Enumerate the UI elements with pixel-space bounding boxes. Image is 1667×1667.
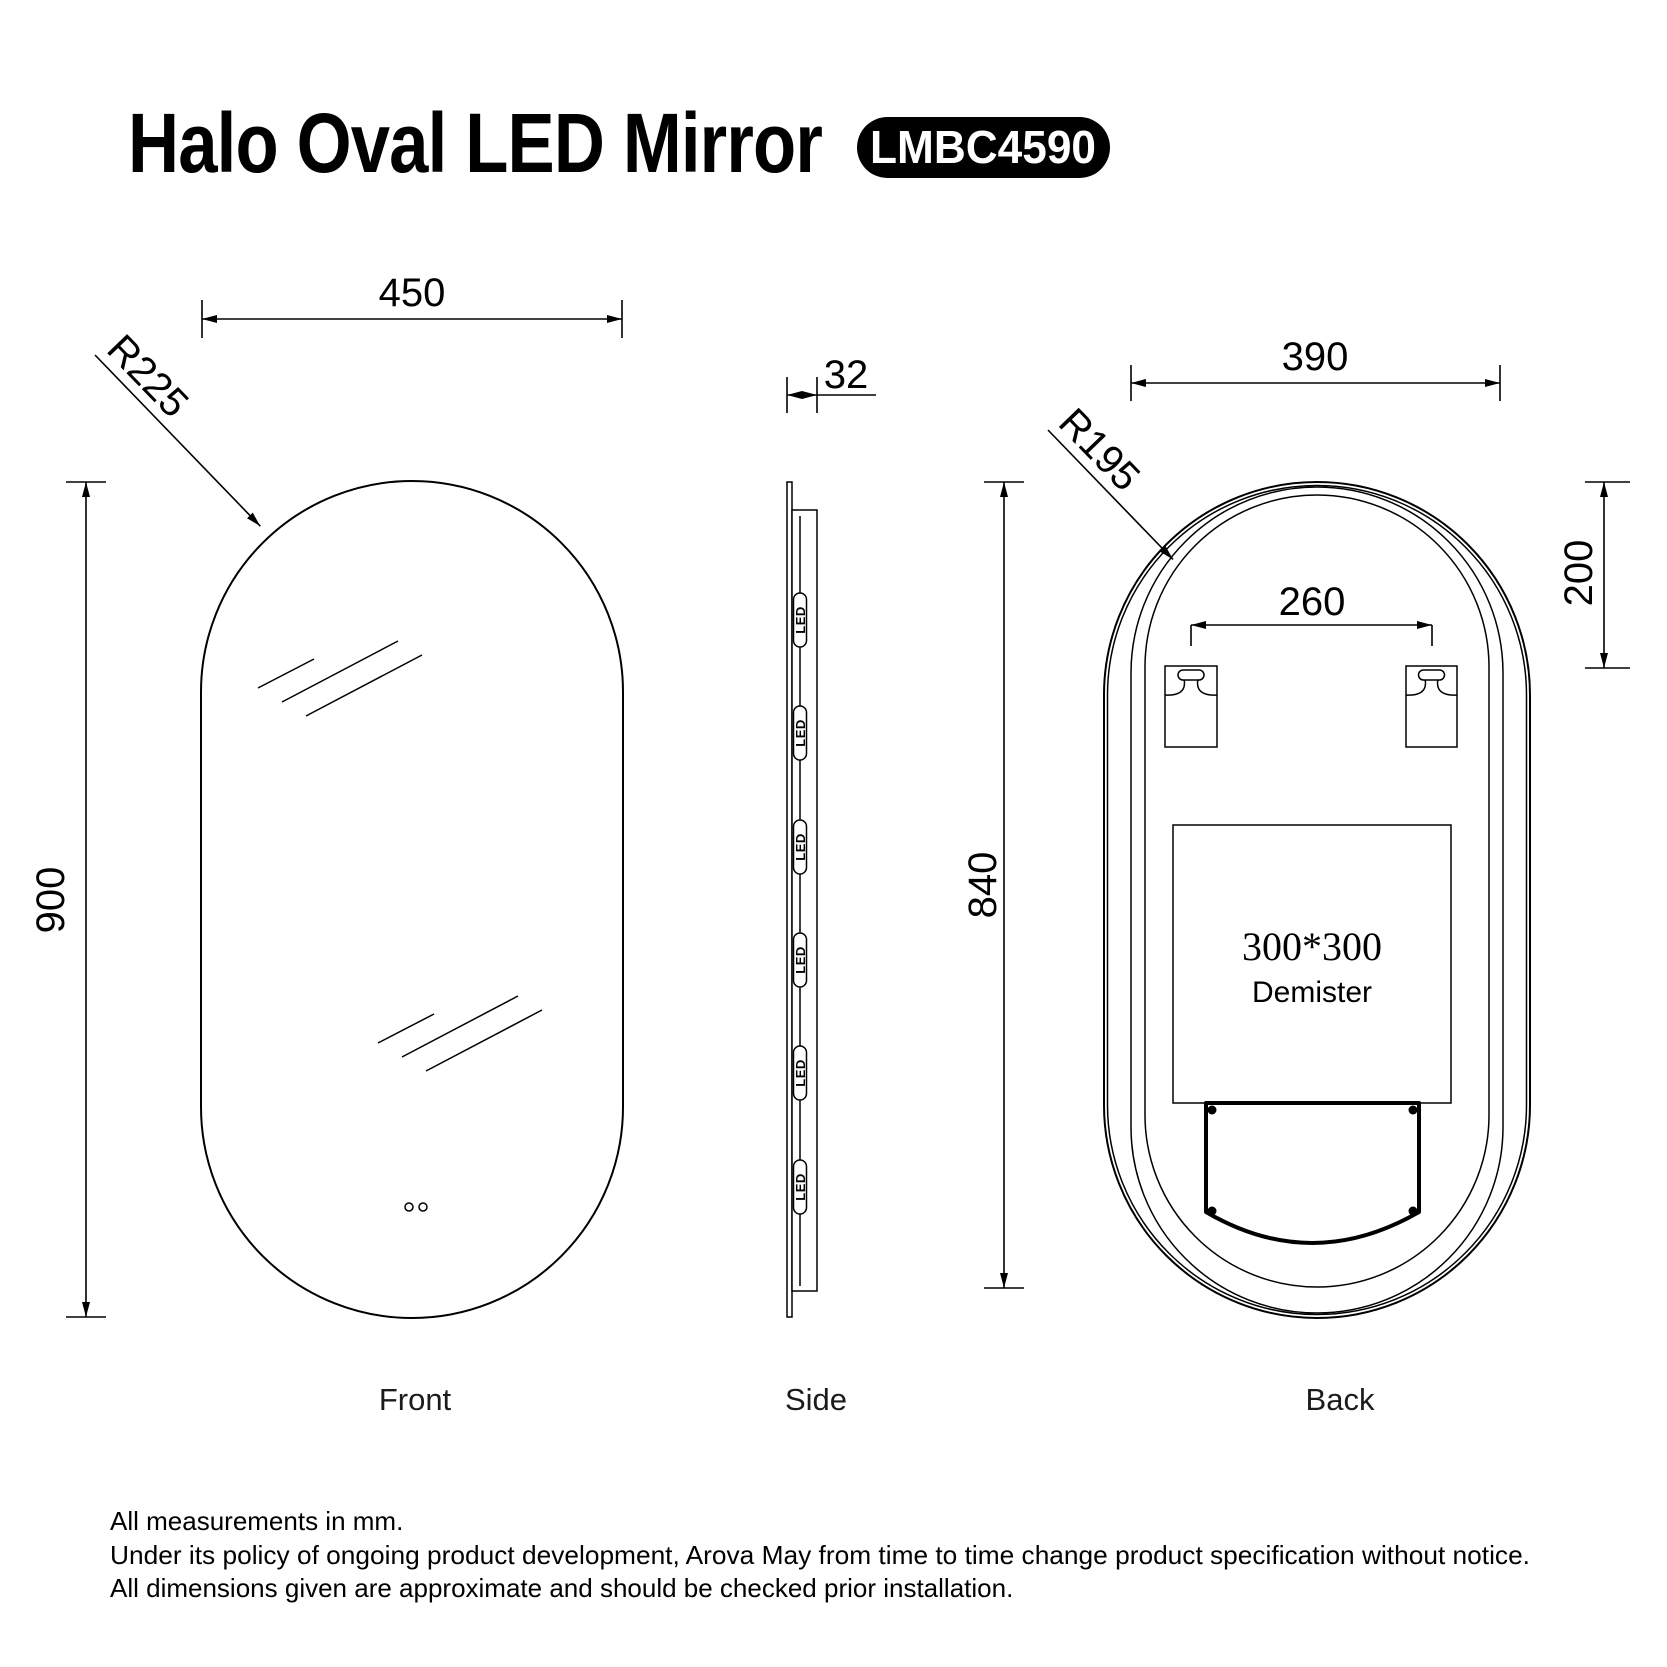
footer-notes: All measurements in mm. Under its policy… bbox=[110, 1506, 1530, 1603]
svg-text:LED: LED bbox=[793, 719, 808, 747]
screw-dot bbox=[1207, 1105, 1217, 1115]
junction-box bbox=[1204, 1101, 1421, 1245]
svg-text:LED: LED bbox=[793, 1059, 808, 1087]
dim-value: 32 bbox=[824, 353, 869, 397]
footer-line: All dimensions given are approximate and… bbox=[110, 1573, 1013, 1603]
keyhole-icon bbox=[1405, 669, 1458, 696]
front-mirror-outline bbox=[200, 480, 624, 1319]
demister-label: Demister bbox=[1252, 976, 1372, 1009]
led-module: LED bbox=[792, 592, 808, 648]
led-module: LED bbox=[792, 705, 808, 761]
dim-value: R195 bbox=[1050, 400, 1148, 499]
footer-line: All measurements in mm. bbox=[110, 1506, 403, 1536]
dimension-front-width: 450 bbox=[201, 271, 623, 338]
demister-pad: 300*300 Demister bbox=[1172, 824, 1452, 1104]
dim-value: R225 bbox=[98, 327, 196, 426]
view-label-front: Front bbox=[379, 1382, 452, 1417]
header: Halo Oval LED Mirror LMBC4590 bbox=[128, 96, 1110, 190]
svg-text:LED: LED bbox=[793, 833, 808, 861]
screw-dot bbox=[1408, 1206, 1418, 1216]
mounting-bracket-right bbox=[1405, 665, 1458, 748]
mirror-shine-icon bbox=[377, 995, 543, 1072]
dim-value: 450 bbox=[379, 271, 446, 315]
svg-text:LED: LED bbox=[793, 946, 808, 974]
dim-value: 260 bbox=[1279, 580, 1346, 624]
dimension-hanger-offset: 200 bbox=[1557, 481, 1630, 669]
led-strip: LED LED LED LED LED LED bbox=[792, 592, 808, 1215]
back-view: 300*300 Demister 390 R195 200 bbox=[1047, 335, 1630, 1417]
led-module: LED bbox=[792, 1159, 808, 1215]
view-label-back: Back bbox=[1306, 1382, 1375, 1417]
dimension-side-height: 840 bbox=[961, 481, 1024, 1289]
back-frame-ring bbox=[1130, 486, 1504, 1314]
footer-line: Under its policy of ongoing product deve… bbox=[110, 1540, 1530, 1570]
led-module: LED bbox=[792, 1045, 808, 1101]
view-label-side: Side bbox=[785, 1382, 847, 1417]
front-view: 450 900 R225 Front bbox=[29, 271, 624, 1417]
dim-value: 200 bbox=[1557, 540, 1601, 607]
demister-size: 300*300 bbox=[1242, 924, 1382, 969]
led-module: LED bbox=[792, 819, 808, 875]
dimension-front-radius: R225 bbox=[94, 327, 261, 527]
dim-value: 390 bbox=[1282, 335, 1349, 379]
touch-sensor-dots bbox=[404, 1202, 428, 1212]
dimension-side-thickness: 32 bbox=[786, 353, 876, 413]
mirror-shine-icon bbox=[257, 640, 423, 717]
mounting-bracket-left bbox=[1164, 665, 1218, 748]
svg-text:LED: LED bbox=[793, 1173, 808, 1201]
dimension-front-height: 900 bbox=[29, 481, 106, 1318]
back-inner-ring bbox=[1144, 494, 1490, 1288]
back-mirror-outline-inner-edge bbox=[1106, 484, 1528, 1316]
led-module: LED bbox=[792, 932, 808, 988]
dimension-bracket-spacing: 260 bbox=[1190, 580, 1433, 646]
back-mirror-outline bbox=[1103, 481, 1531, 1319]
dimension-back-width: 390 bbox=[1130, 335, 1501, 401]
side-view: LED LED LED LED LED LED bbox=[785, 353, 1024, 1417]
keyhole-icon bbox=[1164, 669, 1218, 696]
screw-dot bbox=[1207, 1206, 1217, 1216]
svg-text:LED: LED bbox=[793, 606, 808, 634]
model-badge bbox=[857, 117, 1110, 178]
dim-value: 900 bbox=[29, 867, 73, 934]
dim-value: 840 bbox=[961, 852, 1005, 919]
page-title: Halo Oval LED Mirror bbox=[128, 96, 822, 190]
screw-dot bbox=[1408, 1105, 1418, 1115]
model-code: LMBC4590 bbox=[870, 121, 1096, 173]
